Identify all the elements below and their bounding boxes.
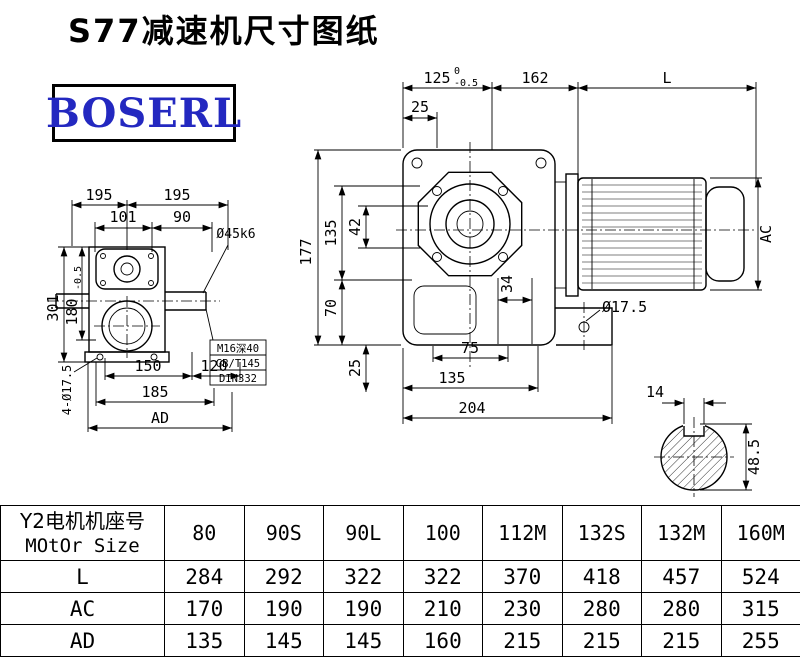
cell: 190 bbox=[244, 593, 324, 625]
row-label: L bbox=[1, 561, 165, 593]
cell: 524 bbox=[721, 561, 800, 593]
cell: 215 bbox=[642, 625, 722, 657]
input-circle bbox=[114, 256, 140, 282]
dim-AD: AD bbox=[151, 409, 169, 427]
col-header: 160M bbox=[721, 506, 800, 561]
thread-note-line2: GB/T145 bbox=[216, 358, 260, 370]
cell: 135 bbox=[165, 625, 245, 657]
dim-70: 70 bbox=[322, 299, 340, 317]
cover-screw bbox=[101, 281, 106, 286]
cover-screw bbox=[149, 254, 154, 259]
table-row-L: L 284 292 322 322 370 418 457 524 bbox=[1, 561, 800, 593]
col-header: 112M bbox=[483, 506, 563, 561]
dim-125: 125 bbox=[423, 69, 450, 87]
dim-125-tol-lower: -0.5 bbox=[454, 78, 478, 89]
dim-180: 180 bbox=[63, 298, 81, 325]
dim-25-left: 25 bbox=[346, 359, 364, 377]
cell: 160 bbox=[403, 625, 483, 657]
cell: 215 bbox=[483, 625, 563, 657]
row-label: AD bbox=[1, 625, 165, 657]
col-header: 132M bbox=[642, 506, 722, 561]
cell: 457 bbox=[642, 561, 722, 593]
thread-note-line3: DIN332 bbox=[219, 373, 257, 385]
cover-screw bbox=[149, 281, 154, 286]
motor-size-table: Y2电机机座号 MOtOr Size 80 90S 90L 100 112M 1… bbox=[0, 505, 800, 657]
cell: 210 bbox=[403, 593, 483, 625]
dim-204: 204 bbox=[458, 399, 485, 417]
col-header: 90S bbox=[244, 506, 324, 561]
housing-opening bbox=[414, 286, 476, 334]
housing-screw bbox=[412, 158, 422, 168]
flange-bolt bbox=[433, 187, 442, 196]
dim-177: 177 bbox=[297, 238, 315, 265]
dim-hole-dia: Ø17.5 bbox=[602, 298, 647, 316]
flange-bolt bbox=[499, 253, 508, 262]
front-view: 125 0 -0.5 162 L 25 177 135 70 42 25 34 … bbox=[297, 66, 775, 424]
cover-screw bbox=[101, 254, 106, 259]
dim-180-tol: -0.5 bbox=[73, 266, 84, 290]
table-header-row: Y2电机机座号 MOtOr Size 80 90S 90L 100 112M 1… bbox=[1, 506, 800, 561]
note-4-holes: 4-Ø17.5 bbox=[60, 365, 74, 416]
dim-shaft-dia: Ø45k6 bbox=[216, 227, 255, 242]
cell: 255 bbox=[721, 625, 800, 657]
motor-flange bbox=[566, 174, 578, 296]
cell: 145 bbox=[244, 625, 324, 657]
dim-125-tol-upper: 0 bbox=[454, 66, 460, 77]
cell: 215 bbox=[562, 625, 642, 657]
cell: 170 bbox=[165, 593, 245, 625]
dim-L: L bbox=[662, 69, 671, 87]
dim-90: 90 bbox=[173, 208, 191, 226]
cell: 315 bbox=[721, 593, 800, 625]
housing-screw bbox=[536, 158, 546, 168]
dim-185: 185 bbox=[141, 383, 168, 401]
dim-keyway-14: 14 bbox=[646, 383, 664, 401]
dim-101: 101 bbox=[109, 208, 136, 226]
table-row-AC: AC 170 190 190 210 230 280 280 315 bbox=[1, 593, 800, 625]
dim-195-b: 195 bbox=[163, 186, 190, 204]
dim-34: 34 bbox=[498, 275, 516, 293]
flange-bolt bbox=[499, 187, 508, 196]
cell: 190 bbox=[324, 593, 404, 625]
dim-25-top: 25 bbox=[411, 98, 429, 116]
cell: 284 bbox=[165, 561, 245, 593]
col-header: 90L bbox=[324, 506, 404, 561]
row-label: AC bbox=[1, 593, 165, 625]
table-row-AD: AD 135 145 145 160 215 215 215 255 bbox=[1, 625, 800, 657]
dim-42: 42 bbox=[346, 218, 364, 236]
cell: 292 bbox=[244, 561, 324, 593]
header-line1: Y2电机机座号 bbox=[1, 508, 164, 534]
dim-301: 301 bbox=[44, 294, 62, 321]
dim-135-left: 135 bbox=[322, 219, 340, 246]
col-header: 132S bbox=[562, 506, 642, 561]
dim-135-bottom: 135 bbox=[438, 369, 465, 387]
dim-150: 150 bbox=[134, 357, 161, 375]
header-cell-title: Y2电机机座号 MOtOr Size bbox=[1, 506, 165, 561]
col-header: 100 bbox=[403, 506, 483, 561]
cell: 322 bbox=[403, 561, 483, 593]
cell: 280 bbox=[642, 593, 722, 625]
dim-48-5: 48.5 bbox=[745, 439, 763, 475]
dim-AC: AC bbox=[757, 225, 775, 243]
cell: 145 bbox=[324, 625, 404, 657]
foot-hole bbox=[97, 354, 103, 360]
flange-bolt bbox=[433, 253, 442, 262]
cell: 370 bbox=[483, 561, 563, 593]
header-line2: MOtOr Size bbox=[1, 534, 164, 558]
dimension-drawing: 125 0 -0.5 162 L 25 177 135 70 42 25 34 … bbox=[0, 0, 800, 505]
cell: 322 bbox=[324, 561, 404, 593]
thread-note-line1: M16深40 bbox=[217, 343, 259, 355]
shaft-section-view: 14 48.5 bbox=[646, 383, 763, 497]
col-header: 80 bbox=[165, 506, 245, 561]
dim-75: 75 bbox=[461, 339, 479, 357]
side-view: 195 195 101 90 Ø45k6 301 180 -0.5 4-Ø17.… bbox=[44, 186, 266, 432]
motor-endcap bbox=[706, 187, 744, 281]
cell: 230 bbox=[483, 593, 563, 625]
dim-195-a: 195 bbox=[85, 186, 112, 204]
cell: 280 bbox=[562, 593, 642, 625]
cell: 418 bbox=[562, 561, 642, 593]
dim-162: 162 bbox=[521, 69, 548, 87]
